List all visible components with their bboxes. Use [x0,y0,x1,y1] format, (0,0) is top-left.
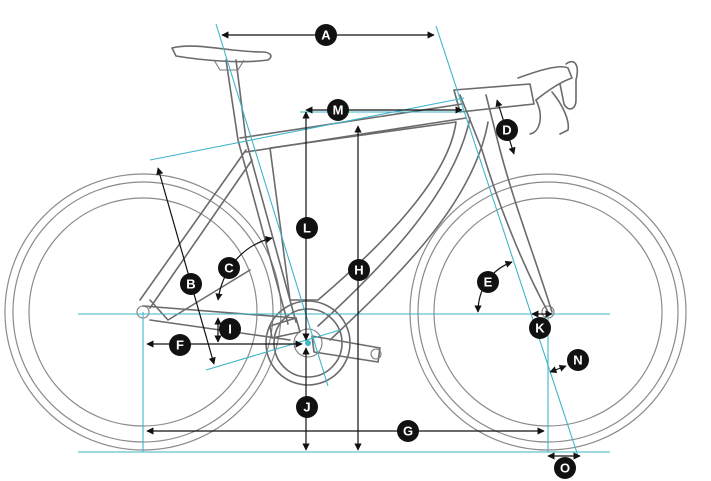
label-H-badge: H [348,259,370,281]
label-C-badge: C [218,257,240,279]
handlebar [453,60,579,135]
label-O-badge: O [554,457,576,479]
label-F: F [176,338,184,353]
label-F-badge: F [169,334,191,356]
label-A-badge: A [315,24,337,46]
label-M: M [333,103,344,118]
label-J: J [303,400,310,415]
label-B-badge: B [180,273,202,295]
bottom-bracket-point [305,340,311,346]
dimension-lines [146,31,581,460]
label-N: N [573,353,582,368]
label-L-badge: L [296,217,318,239]
label-G-badge: G [397,420,419,442]
label-B: B [186,277,195,292]
label-O: O [560,461,570,476]
label-G: G [403,424,413,439]
label-L: L [303,221,311,236]
label-I-badge: I [219,318,241,340]
saddle [171,45,272,71]
label-D: D [502,123,511,138]
label-A: A [321,28,331,43]
label-J-badge: J [296,396,318,418]
label-K-badge: K [529,317,551,339]
label-C: C [224,261,234,276]
label-E-badge: E [477,271,499,293]
label-E: E [484,275,493,290]
label-N-badge: N [567,349,589,371]
label-K: K [535,321,545,336]
bike-frame [139,59,553,341]
label-D-badge: D [496,119,518,141]
label-I: I [228,322,232,337]
label-H: H [354,263,363,278]
label-M-badge: M [327,99,349,121]
